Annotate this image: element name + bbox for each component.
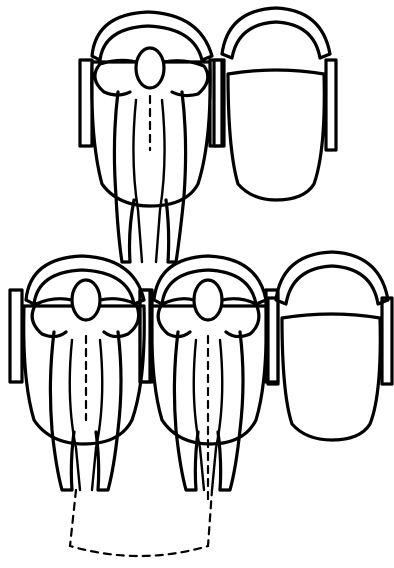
chair-back	[276, 252, 388, 304]
reach-arc	[70, 490, 212, 556]
chair-top-right	[214, 8, 336, 200]
person-bottom-left	[32, 280, 139, 490]
chair-back	[222, 8, 330, 58]
torso-left	[114, 92, 134, 262]
chair-bottom-right	[268, 252, 392, 440]
person-top-left	[95, 48, 208, 262]
chair-seat	[24, 306, 145, 444]
armrest-left	[214, 60, 224, 146]
armrest-right	[382, 298, 392, 384]
head	[136, 48, 164, 88]
head	[194, 280, 222, 320]
chair-seat	[228, 70, 324, 200]
person-bottom-middle	[158, 280, 259, 500]
torso-right	[166, 92, 186, 262]
head	[72, 280, 100, 320]
torso-right	[96, 332, 121, 490]
armrest-left	[10, 290, 22, 382]
armrest-left	[268, 298, 278, 384]
chair-seat	[282, 314, 380, 440]
armrest-right	[326, 60, 336, 150]
